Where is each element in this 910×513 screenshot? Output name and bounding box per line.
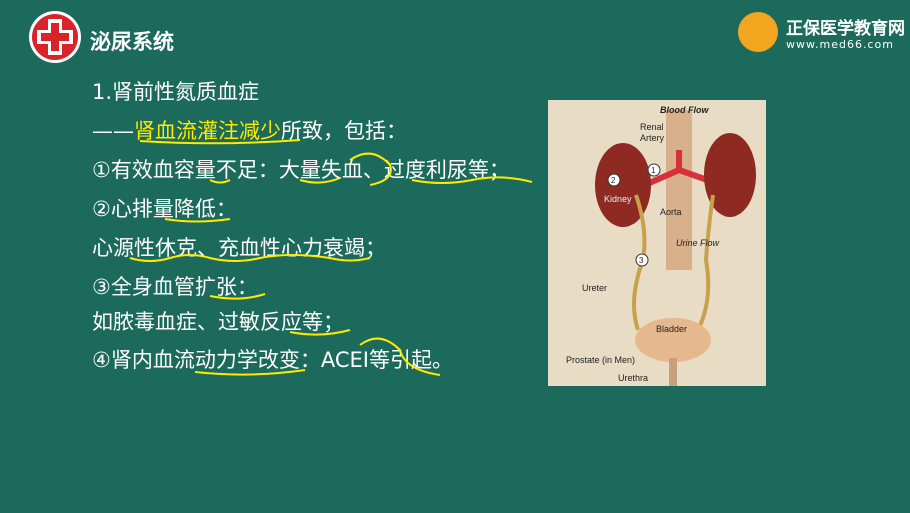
suffix-text: 所致，包括： <box>281 119 407 143</box>
label-blood-flow: Blood Flow <box>660 105 709 115</box>
brand-logo: 正保医学教育网 www.med66.com <box>738 12 906 58</box>
label-aorta: Aorta <box>660 207 682 217</box>
red-cross-logo <box>28 10 82 64</box>
label-kidney: Kidney <box>604 194 632 204</box>
urinary-system-diagram: Blood Flow Renal Artery Kidney Aorta Uri… <box>548 100 766 386</box>
text-line: ④肾内血流动力学改变：ACEI等引起。 <box>92 348 453 372</box>
marker-1: 1 <box>651 166 656 175</box>
label-bladder: Bladder <box>656 324 687 334</box>
page-title: 泌尿系统 <box>90 30 174 54</box>
marker-3: 3 <box>639 256 644 265</box>
text-line: ①有效血容量不足：大量失血、过度利尿等； <box>92 158 510 182</box>
text-line: ②心排量降低： <box>92 197 237 221</box>
marker-2: 2 <box>611 176 616 185</box>
brand-url: www.med66.com <box>786 38 894 51</box>
brand-icon <box>738 12 778 52</box>
text-line: 心源性休克、充血性心力衰竭； <box>92 236 386 260</box>
label-urine-flow: Urine Flow <box>676 238 720 248</box>
text-line: ③全身血管扩张： <box>92 275 258 299</box>
brand-name: 正保医学教育网 <box>786 19 905 39</box>
label-prostate: Prostate (in Men) <box>566 355 635 365</box>
text-line: ——肾血流灌注减少所致，包括： <box>92 115 407 145</box>
label-urethra: Urethra <box>618 373 648 383</box>
highlight-text: 肾血流灌注减少 <box>134 119 281 143</box>
text-line: 如脓毒血症、过敏反应等； <box>92 310 344 334</box>
label-artery: Artery <box>640 133 665 143</box>
label-ureter: Ureter <box>582 283 607 293</box>
heading-line: 1.肾前性氮质血症 <box>92 80 260 104</box>
label-renal: Renal <box>640 122 664 132</box>
dash: —— <box>92 119 134 143</box>
